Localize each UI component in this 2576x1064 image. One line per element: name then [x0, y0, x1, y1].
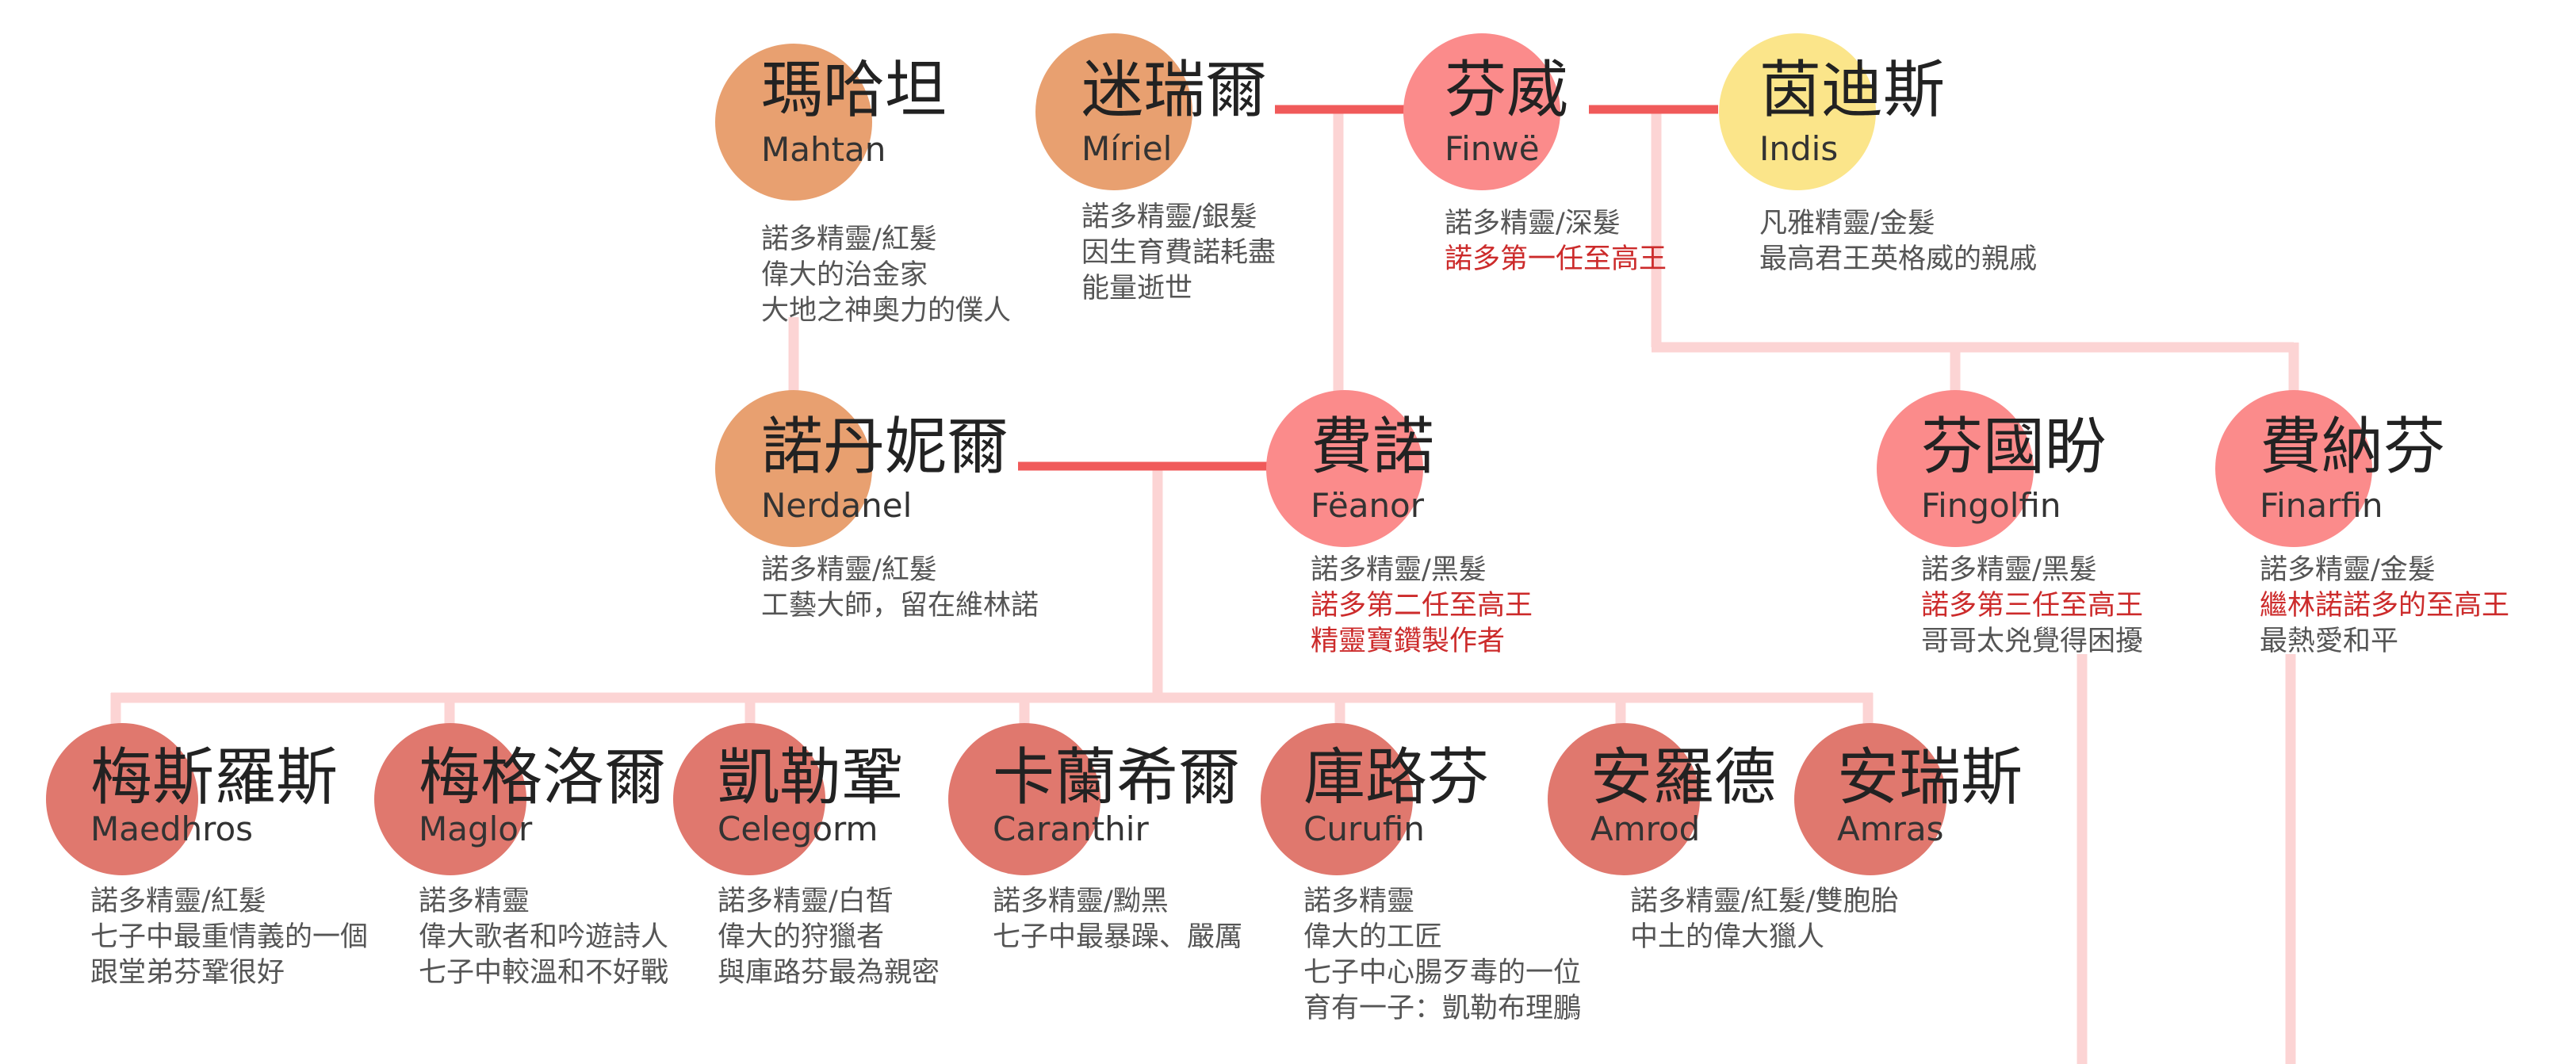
person-english-name: Finarfin — [2260, 486, 2383, 525]
person-description: 諾多精靈/紅髮工藝大師，留在維林諾 — [761, 554, 1039, 622]
person-chinese-name: 梅格洛爾 — [419, 742, 667, 813]
person-circle — [948, 723, 1100, 875]
person-description: 諾多精靈/紅髮偉大的治金家大地之神奧力的僕人 — [761, 224, 1012, 327]
person-english-name: Míriel — [1081, 129, 1173, 168]
person-circle — [1548, 723, 1700, 875]
person-english-name: Maglor — [419, 809, 533, 848]
person-circle — [1403, 33, 1560, 190]
person-circle — [673, 723, 825, 875]
person-description: 諾多精靈偉大的工匠七子中心腸歹毒的一位育有一子：凱勒布理鵬 — [1303, 886, 1582, 1024]
person-circle — [1261, 723, 1413, 875]
person-circle — [46, 723, 198, 875]
person-description: 諾多精靈/紅髮七子中最重情義的一個跟堂弟芬鞏很好 — [90, 886, 369, 989]
person-circle — [1035, 33, 1192, 190]
person-circle — [1719, 33, 1876, 190]
person-chinese-name: 凱勒鞏 — [718, 742, 904, 813]
person-chinese-name: 諾丹妮爾 — [761, 411, 1009, 483]
person-english-name: Amrod — [1590, 809, 1701, 848]
person-description: 諾多精靈/紅髮/雙胞胎中土的偉大獵人 — [1630, 886, 1899, 953]
person-description: 諾多精靈/黑髮諾多第二任至高王精靈寶鑽製作者 — [1311, 554, 1533, 657]
person-description: 諾多精靈/金髮繼林諾諾多的至高王最熱愛和平 — [2260, 554, 2510, 657]
person-english-name: Maedhros — [90, 809, 254, 848]
person-circle — [2215, 390, 2372, 547]
person-circle — [715, 44, 872, 201]
person-english-name: Caranthir — [993, 809, 1149, 848]
person-chinese-name: 卡蘭希爾 — [993, 742, 1241, 813]
person-description: 諾多精靈/黝黑七子中最暴躁、嚴厲 — [993, 886, 1243, 953]
person-english-name: Nerdanel — [761, 486, 913, 525]
person-chinese-name: 茵迪斯 — [1759, 55, 1946, 126]
person-chinese-name: 芬國盼 — [1921, 411, 2107, 483]
person-description: 凡雅精靈/金髮最高君王英格威的親戚 — [1759, 208, 2038, 275]
person-chinese-name: 瑪哈坦 — [761, 55, 947, 126]
person-english-name: Finwë — [1445, 129, 1540, 168]
person-chinese-name: 梅斯羅斯 — [90, 742, 339, 813]
person-english-name: Amras — [1837, 809, 1944, 848]
person-circle — [1794, 723, 1946, 875]
person-chinese-name: 安羅德 — [1590, 742, 1777, 813]
person-chinese-name: 迷瑞爾 — [1081, 55, 1268, 126]
person-circle — [374, 723, 526, 875]
person-circle — [715, 390, 872, 547]
person-chinese-name: 芬威 — [1445, 55, 1569, 126]
person-english-name: Celegorm — [718, 809, 878, 848]
person-description: 諾多精靈/深髮諾多第一任至高王 — [1445, 208, 1667, 275]
person-english-name: Indis — [1759, 129, 1839, 168]
person-chinese-name: 費納芬 — [2260, 411, 2446, 483]
person-description: 諾多精靈偉大歌者和吟遊詩人七子中較溫和不好戰 — [419, 886, 669, 989]
person-description: 諾多精靈/白皙偉大的狩獵者與庫路芬最為親密 — [718, 886, 940, 989]
person-description: 諾多精靈/銀髮因生育費諾耗盡能量逝世 — [1081, 201, 1277, 304]
person-english-name: Fingolfin — [1921, 486, 2061, 525]
person-chinese-name: 庫路芬 — [1303, 742, 1490, 813]
person-circle — [1266, 390, 1423, 547]
person-english-name: Fëanor — [1311, 486, 1425, 525]
person-circle — [1877, 390, 2034, 547]
person-chinese-name: 安瑞斯 — [1837, 742, 2023, 813]
person-english-name: Curufin — [1303, 809, 1425, 848]
person-english-name: Mahtan — [761, 130, 886, 169]
person-chinese-name: 費諾 — [1311, 411, 1435, 483]
person-description: 諾多精靈/黑髮諾多第三任至高王哥哥太兇覺得困擾 — [1921, 554, 2144, 657]
